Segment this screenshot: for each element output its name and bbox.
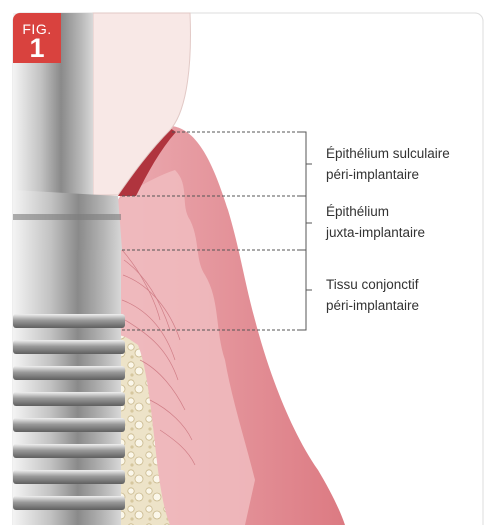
collar-groove <box>13 214 121 220</box>
annotation-connective-tissue: Tissu conjonctif péri-implantaire <box>326 274 419 316</box>
annotation-line: juxta-implantaire <box>326 222 425 243</box>
annotation-sulcular-epithelium: Épithélium sulculaire péri-implantaire <box>326 143 450 185</box>
annotation-line: Épithélium <box>326 201 425 222</box>
figure-number: 1 <box>13 36 61 60</box>
figure-badge: FIG. 1 <box>13 13 61 63</box>
annotation-line: Épithélium sulculaire <box>326 143 450 164</box>
annotation-line: Tissu conjonctif <box>326 274 419 295</box>
annotation-line: péri-implantaire <box>326 295 419 316</box>
annotation-line: péri-implantaire <box>326 164 450 185</box>
annotation-junctional-epithelium: Épithélium juxta-implantaire <box>326 201 425 243</box>
